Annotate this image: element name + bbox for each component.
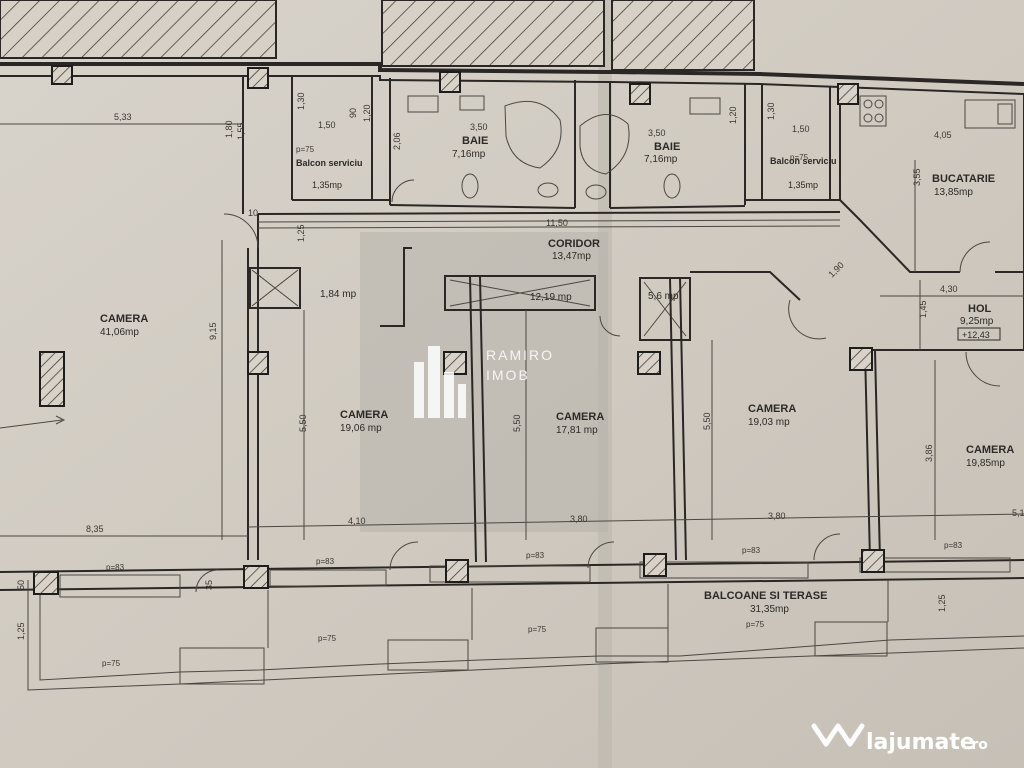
dim-label: 3,50 [470, 122, 488, 132]
room-area-balcon-1: 1,35mp [312, 180, 342, 190]
dim-label: 1,50 [792, 124, 810, 134]
parapet-label: p=75 [790, 153, 809, 162]
watermark-line-2: IMOB [486, 367, 530, 383]
dim-label: 1,25 [296, 224, 306, 242]
room-area-baie-1: 7,16mp [452, 149, 486, 160]
dim-label: 5,50 [702, 412, 712, 430]
room-area-camera-big: 41,06mp [100, 327, 139, 338]
dim-label: 3,86 [924, 444, 934, 462]
parapet-label: p=83 [944, 541, 963, 550]
stair-arrow [0, 419, 63, 429]
dim-label: 90 [348, 108, 358, 118]
dim-label: 1,20 [362, 104, 372, 122]
dim-label: 10 [248, 208, 258, 218]
brand-name: lajumate [866, 730, 975, 755]
level-marker: +12,43 [962, 330, 990, 340]
room-name-baie-1: BAIE [462, 135, 488, 147]
lajumate-logo: lajumate .ro [811, 723, 988, 755]
room-name-bucatarie: BUCATARIE [932, 173, 995, 185]
dim-label: 2,06 [392, 132, 402, 150]
room-area-hol: 9,25mp [960, 316, 994, 327]
dim-label: 35 [204, 580, 214, 590]
parapet-labels: p=83 p=83 p=83 p=83 p=83 p=75 p=75 p=75 … [102, 145, 963, 668]
room-name-hol: HOL [968, 303, 992, 315]
dimension-lines [0, 123, 1024, 540]
hatched-area-mid [381, 0, 605, 67]
dim-label: 5,15 [1012, 508, 1024, 518]
ramiro-imob-watermark: RAMIRO IMOB [414, 346, 554, 418]
dim-label: 1,30 [296, 92, 306, 110]
parapet-label: p=83 [526, 551, 545, 560]
dim-label: 4,30 [940, 284, 958, 294]
dim-label: 50 [16, 580, 26, 590]
parapet-label: p=75 [296, 145, 315, 154]
room-area-bucatarie: 13,85mp [934, 187, 973, 198]
parapet-label: p=75 [102, 659, 121, 668]
room-name-balcon-1: Balcon serviciu [296, 158, 363, 168]
room-name-balcon-2: Balcon serviciu [770, 156, 837, 166]
room-name-camera-big: CAMERA [100, 313, 148, 325]
dim-label: 5,50 [512, 414, 522, 432]
outer-walls [0, 62, 1024, 691]
dim-label: 8,35 [86, 524, 104, 534]
hatched-area-left [0, 0, 277, 59]
structural-columns [33, 65, 885, 595]
level-marker-box [957, 327, 1001, 341]
dim-label: 1,20 [728, 106, 738, 124]
dim-label: 3,80 [570, 514, 588, 524]
closet-area-1: 1,84 mp [320, 289, 357, 300]
room-area-camera-3: 17,81 mp [556, 425, 598, 436]
dim-label: 3,50 [648, 128, 666, 138]
hatched-area-right [611, 0, 755, 71]
room-name-baie-2: BAIE [654, 141, 680, 153]
dim-label: 1,45 [918, 300, 928, 318]
bathroom-fixtures [407, 95, 721, 200]
room-labels: CAMERA 41,06mp Balcon serviciu 1,35mp BA… [100, 135, 1014, 615]
dim-label: 3,55 [912, 168, 922, 186]
closet-area-2: 12,19 mp [530, 292, 572, 303]
dim-label: 1,25 [16, 622, 26, 640]
room-area-baie-2: 7,16mp [644, 154, 678, 165]
dim-label: 4,05 [934, 130, 952, 140]
room-area-camera-5: 19,85mp [966, 458, 1005, 469]
dim-label: 1,50 [318, 120, 336, 130]
closet-area-3: 5,6 mp [648, 291, 679, 302]
door-swings [195, 179, 1001, 593]
brand-suffix: .ro [966, 737, 988, 753]
parapet-label: p=83 [106, 563, 125, 572]
dim-label: 5,50 [298, 414, 308, 432]
parapet-label: p=75 [746, 620, 765, 629]
room-name-coridor: CORIDOR [548, 238, 600, 250]
room-name-camera-2: CAMERA [340, 409, 388, 421]
dim-label: 1,55 [236, 122, 246, 140]
lajumate-logo-icon [811, 723, 865, 747]
room-area-balcon-2: 1,35mp [788, 180, 818, 190]
dim-label: 1,25 [937, 594, 947, 612]
parapet-label: p=83 [742, 546, 761, 555]
dim-label: 9,15 [208, 322, 218, 340]
room-name-camera-5: CAMERA [966, 444, 1014, 456]
dim-label: 1,80 [224, 120, 234, 138]
parapet-label: p=83 [316, 557, 335, 566]
kitchen-fixtures [859, 95, 1016, 129]
room-area-balcoane: 31,35mp [750, 604, 789, 615]
parapet-label: p=75 [528, 625, 547, 634]
watermark-line-1: RAMIRO [486, 347, 554, 363]
room-area-camera-2: 19,06 mp [340, 423, 382, 434]
dim-label: 5,33 [114, 112, 132, 122]
room-name-balcoane: BALCOANE SI TERASE [704, 590, 827, 602]
dim-label: 1,30 [766, 102, 776, 120]
dim-label: 3,80 [768, 511, 786, 521]
dimension-labels: 5,33 1,80 1,55 1,30 1,50 90 1,20 2,06 3,… [16, 92, 1024, 640]
dim-label: 4,10 [348, 516, 366, 526]
parapet-label: p=75 [318, 634, 337, 643]
dim-label: 11,50 [546, 218, 568, 228]
room-name-camera-4: CAMERA [748, 403, 796, 415]
room-area-coridor: 13,47mp [552, 251, 591, 262]
room-name-camera-3: CAMERA [556, 411, 604, 423]
room-area-camera-4: 19,03 mp [748, 417, 790, 428]
